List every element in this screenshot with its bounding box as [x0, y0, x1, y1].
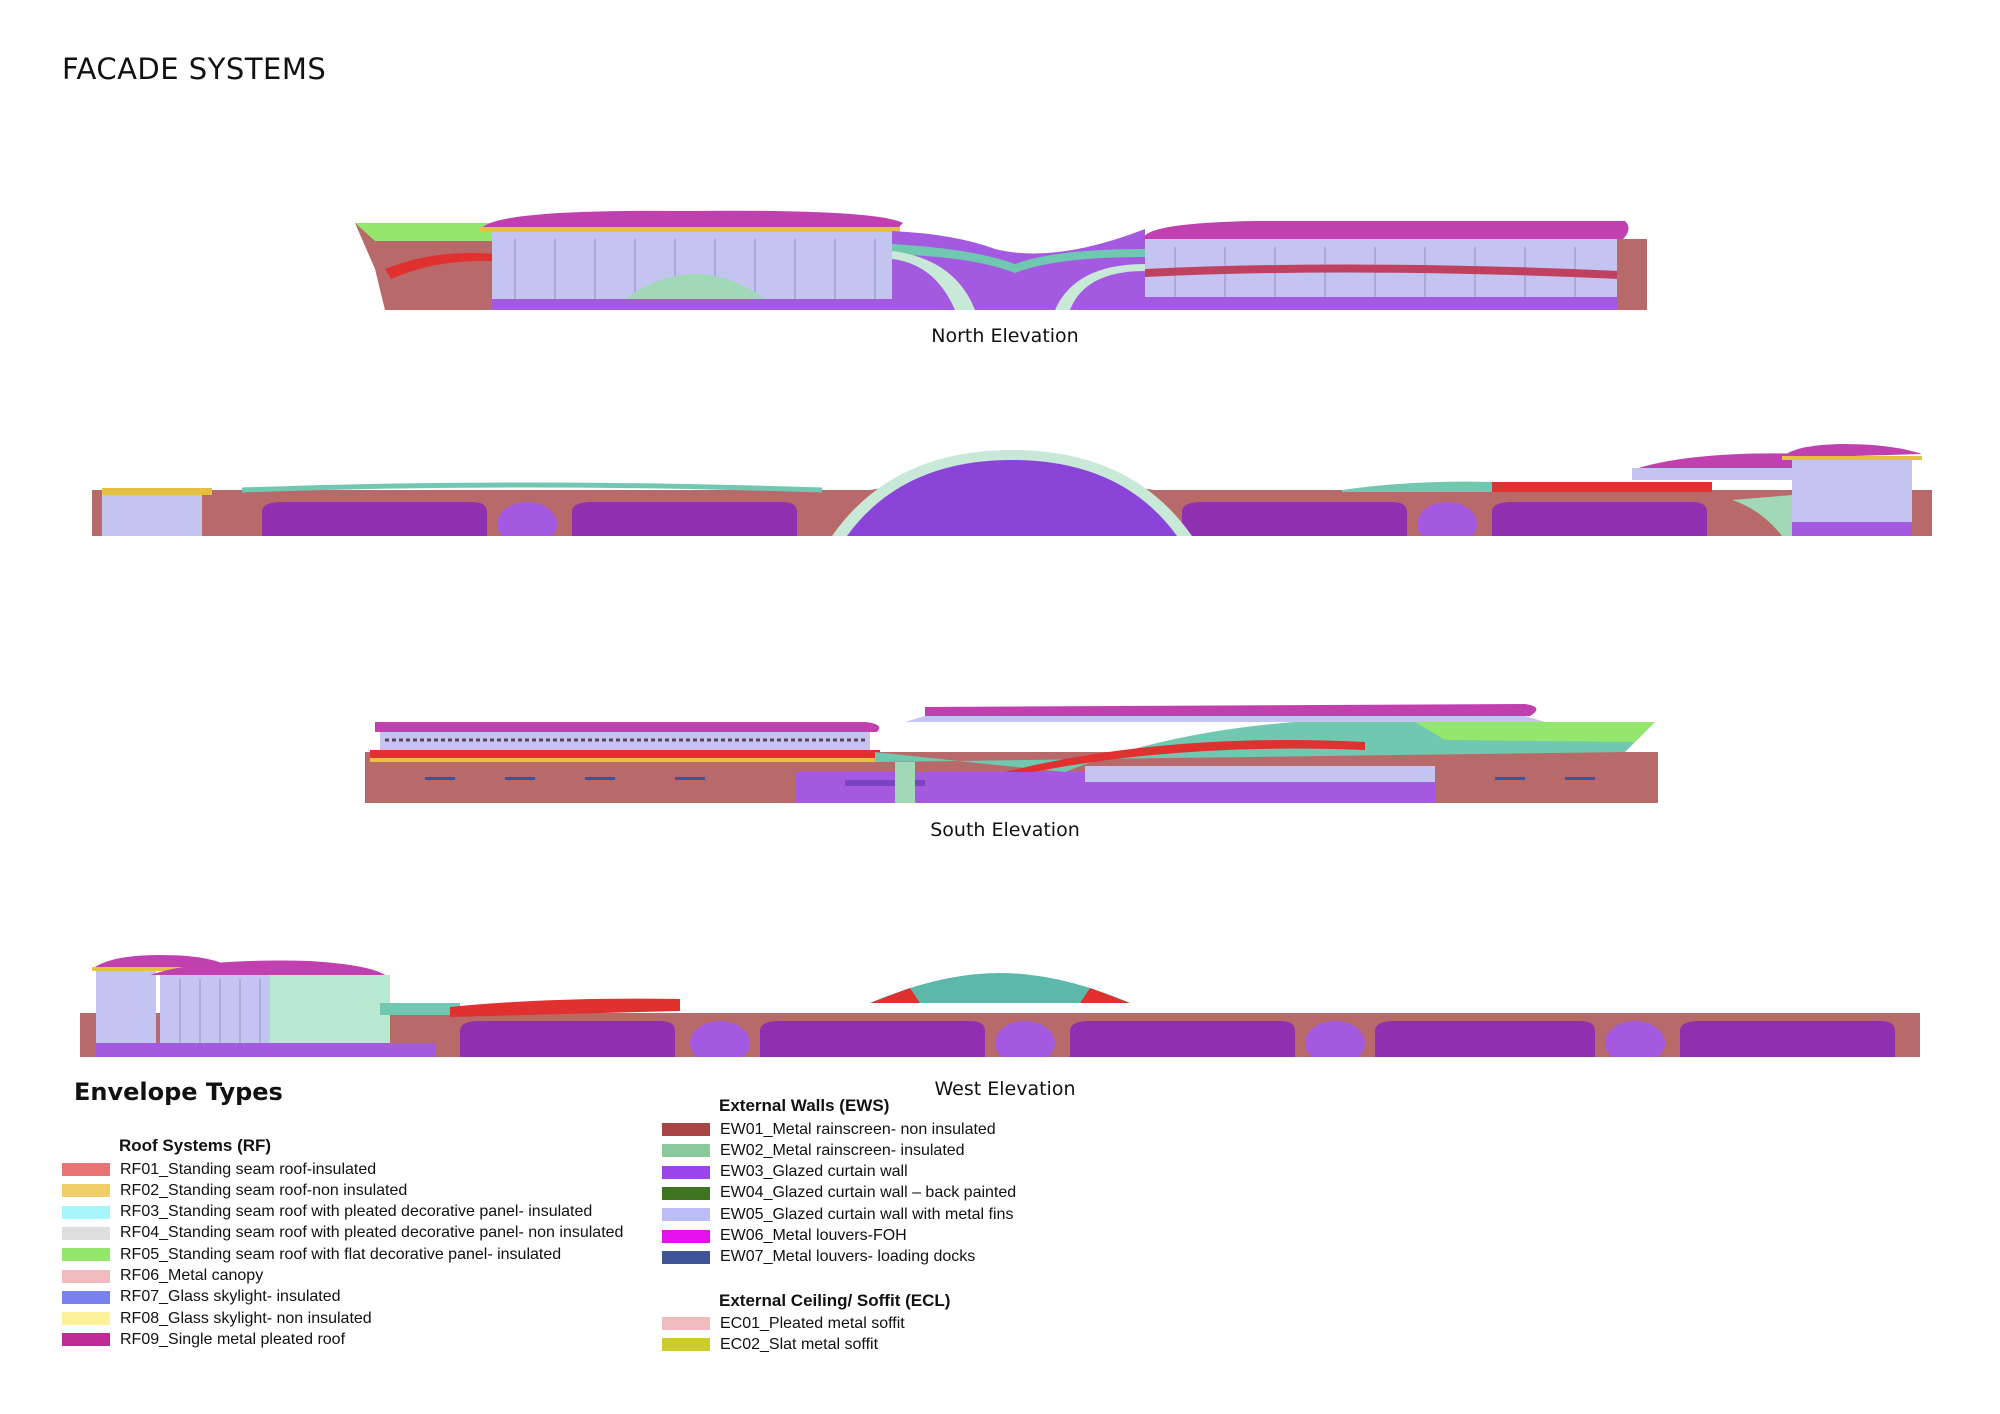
- legend-swatch: [62, 1163, 110, 1176]
- legend-label: RF01_Standing seam roof-insulated: [120, 1160, 377, 1178]
- legend-swatch: [62, 1248, 110, 1262]
- roof-systems-heading: Roof Systems (RF): [119, 1136, 272, 1155]
- legend-label: RF09_Single metal pleated roof: [120, 1330, 346, 1348]
- legend-label: RF08_Glass skylight- non insulated: [120, 1309, 372, 1327]
- legend-label: RF02_Standing seam roof-non insulated: [120, 1181, 408, 1199]
- legend-swatch: [662, 1250, 710, 1264]
- legend-label: EW06_Metal louvers-FOH: [720, 1227, 907, 1244]
- legend-swatch: [62, 1333, 110, 1347]
- legend-item: RF03_Standing seam roof with pleated dec…: [62, 1202, 592, 1223]
- legend-item: EW06_Metal louvers-FOH: [662, 1226, 907, 1247]
- west-elevation-label: West Elevation: [934, 1078, 1076, 1100]
- legend-title: Envelope Types: [74, 1078, 283, 1106]
- legend-swatch: [62, 1226, 110, 1240]
- legend-label: EW07_Metal louvers- loading docks: [720, 1248, 976, 1266]
- legend-swatch: [662, 1317, 710, 1330]
- legend-label: RF07_Glass skylight- insulated: [120, 1288, 341, 1306]
- legend-label: RF03_Standing seam roof with pleated dec…: [120, 1203, 593, 1221]
- legend-label: EW01_Metal rainscreen- non insulated: [720, 1120, 996, 1138]
- legend-item: EW03_Glazed curtain wall: [662, 1162, 908, 1183]
- legend-swatch: [62, 1269, 110, 1283]
- legend-label: RF04_Standing seam roof with pleated dec…: [120, 1224, 624, 1242]
- legend-label: EW03_Glazed curtain wall: [720, 1163, 908, 1181]
- north-elevation-label: North Elevation: [931, 325, 1079, 347]
- legend-swatch: [662, 1208, 710, 1222]
- legend-swatch: [662, 1165, 710, 1179]
- legend-swatch: [662, 1229, 710, 1243]
- south-elevation-drawing: [365, 704, 1658, 803]
- external-walls-heading: External Walls (EWS): [719, 1096, 890, 1115]
- legend-item: RF01_Standing seam roof-insulated: [62, 1159, 376, 1180]
- legend-swatch: [62, 1312, 110, 1326]
- legend-swatch: [662, 1338, 710, 1352]
- legend-item: RF04_Standing seam roof with pleated dec…: [62, 1223, 623, 1244]
- legend-item: EW04_Glazed curtain wall – back painted: [662, 1183, 1016, 1204]
- legend-item: RF07_Glass skylight- insulated: [62, 1287, 341, 1308]
- legend-label: EC02_Slat metal soffit: [720, 1335, 879, 1353]
- legend-item: RF06_Metal canopy: [62, 1266, 263, 1287]
- legend-item: RF08_Glass skylight- non insulated: [62, 1308, 372, 1329]
- legend-swatch: [62, 1205, 110, 1219]
- legend-item: RF05_Standing seam roof with flat decora…: [62, 1244, 561, 1265]
- legend-swatch: [662, 1186, 710, 1200]
- legend-item: EC02_Slat metal soffit: [662, 1334, 878, 1355]
- legend-item: RF02_Standing seam roof-non insulated: [62, 1180, 407, 1201]
- legend-label: RF05_Standing seam roof with flat decora…: [120, 1245, 562, 1263]
- legend-swatch: [62, 1290, 110, 1304]
- page-title: FACADE SYSTEMS: [62, 52, 327, 86]
- legend-item: EC01_Pleated metal soffit: [662, 1313, 905, 1334]
- legend-swatch: [62, 1184, 110, 1198]
- legend-label: EW05_Glazed curtain wall with metal fins: [720, 1205, 1014, 1223]
- legend-item: RF09_Single metal pleated roof: [62, 1329, 345, 1350]
- north-elevation-drawing: [355, 210, 1647, 310]
- south-elevation-label: South Elevation: [930, 819, 1080, 841]
- external-ceiling-heading: External Ceiling/ Soffit (ECL): [719, 1291, 951, 1310]
- legend-item: EW07_Metal louvers- loading docks: [662, 1247, 975, 1268]
- legend-item: EW02_Metal rainscreen- insulated: [662, 1140, 965, 1161]
- legend-swatch: [662, 1123, 710, 1136]
- west-elevation-drawing: [80, 955, 1920, 1057]
- legend-swatch: [662, 1144, 710, 1158]
- long-elevation-drawing: [92, 444, 1932, 536]
- legend-label: EW04_Glazed curtain wall – back painted: [720, 1184, 1017, 1202]
- legend-label: EC01_Pleated metal soffit: [720, 1314, 905, 1332]
- legend-label: RF06_Metal canopy: [120, 1267, 264, 1284]
- legend-item: EW05_Glazed curtain wall with metal fins: [662, 1204, 1013, 1225]
- legend-label: EW02_Metal rainscreen- insulated: [720, 1141, 965, 1159]
- legend-item: EW01_Metal rainscreen- non insulated: [662, 1119, 996, 1140]
